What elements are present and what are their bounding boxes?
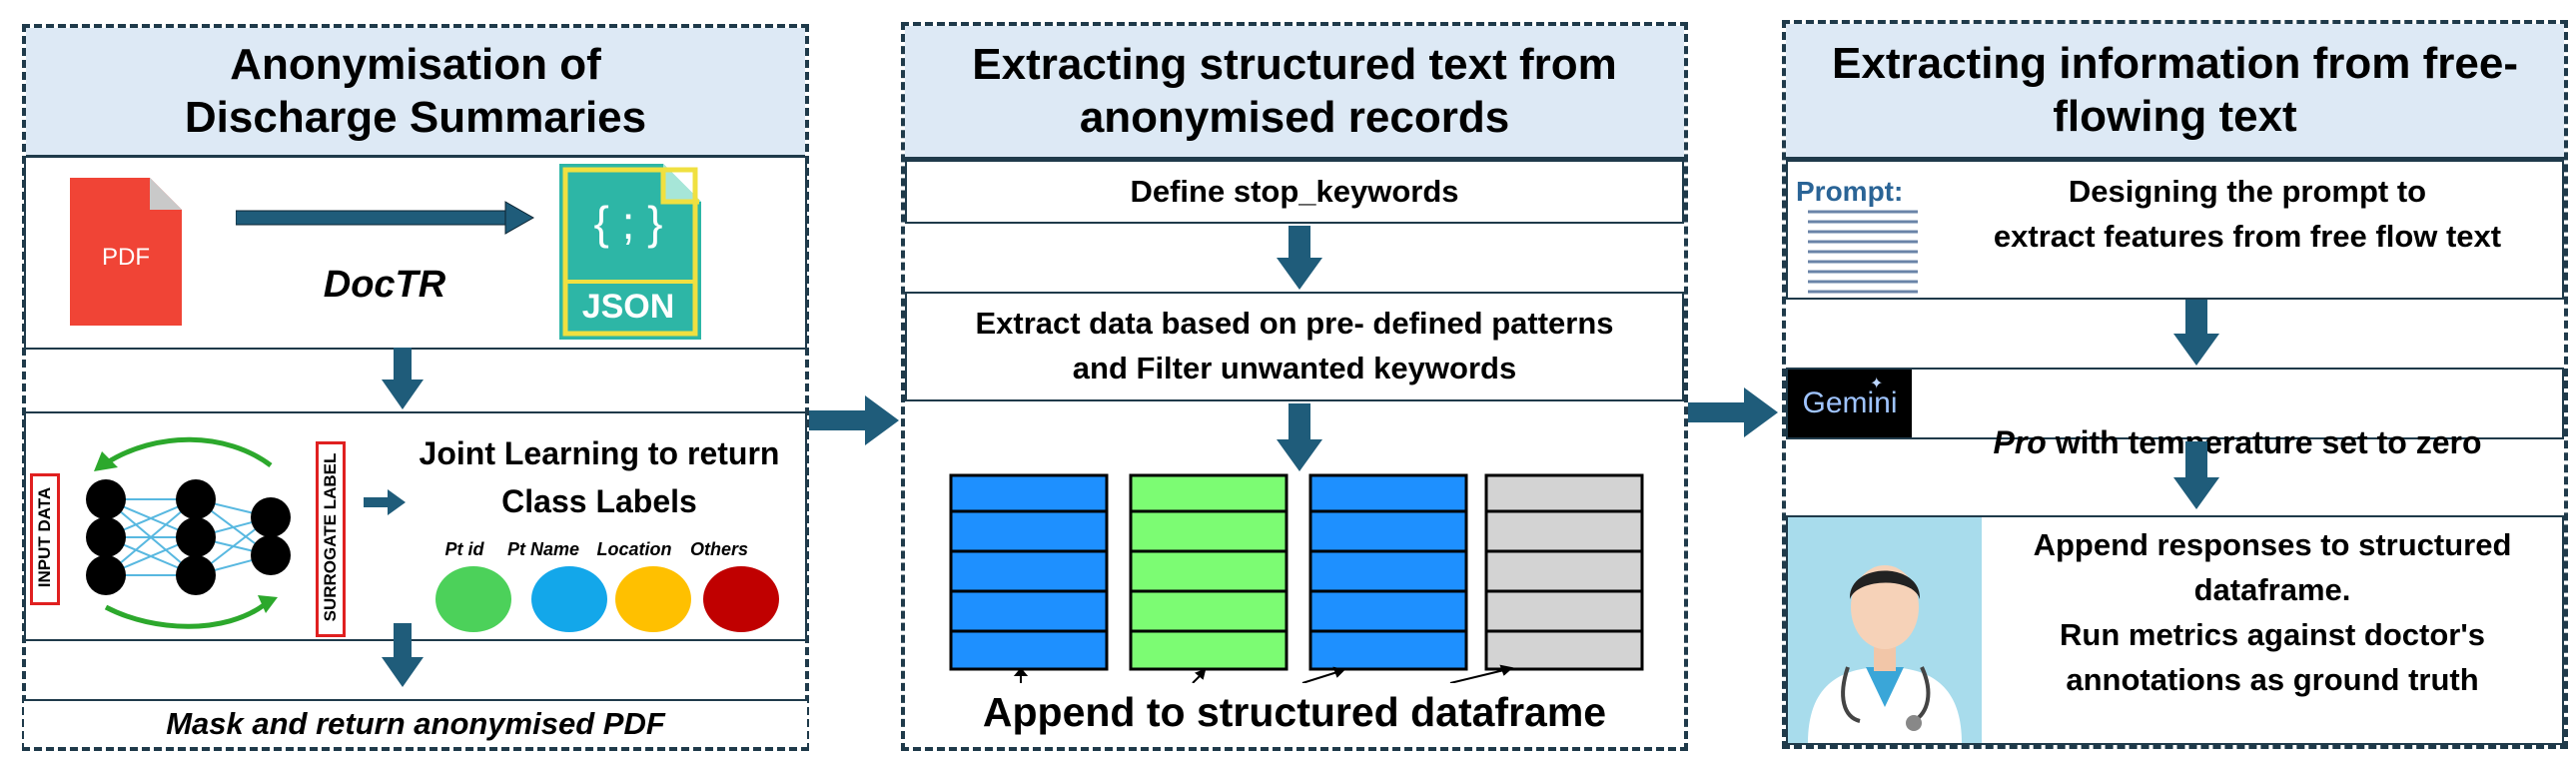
class-circle-pt-id (435, 566, 511, 632)
class-circle-others (703, 566, 779, 632)
gemini-logo: Gemini ✦ (1788, 370, 1912, 437)
panel-structured-text: Extracting structured text from anonymis… (901, 22, 1688, 751)
arrow-panel1-to-panel2 (809, 395, 899, 445)
class-label-pt-name: Pt Name (506, 539, 580, 559)
panel3-title: Extracting information from free- flowin… (1786, 24, 2564, 160)
down-arrow-6 (2173, 441, 2219, 509)
pdf-label: PDF (102, 244, 150, 271)
json-braces: { ; } (593, 197, 663, 249)
prompt-box (1786, 160, 2564, 300)
class-label-pt-id: Pt id (444, 539, 484, 559)
down-arrow-3 (1277, 226, 1322, 290)
down-arrow-2 (382, 623, 424, 687)
doctor-icon (1788, 517, 1982, 743)
down-arrow-1 (382, 348, 424, 409)
class-circle-pt-name (531, 566, 607, 632)
final-text: Append responses to structured dataframe… (2033, 527, 2512, 697)
table-1 (949, 473, 1109, 671)
gemini-box (1786, 368, 2564, 439)
json-label: JSON (581, 288, 675, 326)
extract-patterns-text: Extract data based on pre- defined patte… (975, 306, 1614, 385)
doctr-label: DocTR (323, 264, 446, 306)
arrow-panel2-to-panel3 (1688, 387, 1778, 437)
structured-tables (949, 473, 1644, 683)
input-data-label-box (30, 473, 60, 605)
panel-free-text: Extracting information from free- flowin… (1782, 20, 2568, 749)
panel1-title: Anonymisation of Discharge Summaries (26, 28, 805, 158)
stop-keywords-text: Define stop_keywords (1130, 174, 1459, 209)
class-circle-location (615, 566, 691, 632)
json-file-icon (559, 164, 701, 340)
class-label-others: Others (689, 539, 749, 559)
gemini-rest-text: with temperature set to zero (2046, 424, 2482, 460)
small-right-arrow (364, 489, 406, 515)
gemini-text: Pro with temperature set to zero (1918, 387, 2557, 461)
surrogate-label-box (316, 441, 346, 637)
gemini-sparkle-icon: ✦ (1870, 376, 1884, 392)
gemini-pro-text: Pro (1993, 424, 2047, 460)
joint-learning-text: Joint Learning to return Class Labels (419, 435, 780, 519)
neural-network-icon (86, 436, 291, 629)
surrogate-label: SURROGATE LABEL (321, 452, 340, 622)
panel-anonymisation: Anonymisation of Discharge Summaries (22, 24, 809, 751)
extract-patterns-box: Extract data based on pre- defined patte… (905, 292, 1684, 401)
table-3 (1308, 473, 1468, 671)
down-arrow-4 (1277, 403, 1322, 471)
gemini-logo-text: Gemini (1802, 386, 1898, 419)
input-data-label: INPUT DATA (35, 486, 54, 588)
panel2-title: Extracting structured text from anonymis… (905, 26, 1684, 160)
down-arrow-5 (2173, 300, 2219, 366)
mask-text: Mask and return anonymised PDF (166, 706, 665, 741)
class-circles (435, 566, 779, 632)
doctr-arrow (236, 201, 535, 235)
prompt-text: Designing the prompt to extract features… (1993, 174, 2502, 254)
pdf-file-icon (70, 178, 182, 326)
table-4 (1484, 473, 1644, 671)
table-2 (1129, 473, 1288, 671)
stop-keywords-box: Define stop_keywords (905, 160, 1684, 224)
append-dataframe-text: Append to structured dataframe (982, 689, 1607, 735)
prompt-label: Prompt: (1796, 176, 1904, 207)
mask-box: Mask and return anonymised PDF (24, 699, 807, 747)
prompt-document-icon (1808, 210, 1918, 294)
class-label-location: Location (596, 539, 672, 559)
